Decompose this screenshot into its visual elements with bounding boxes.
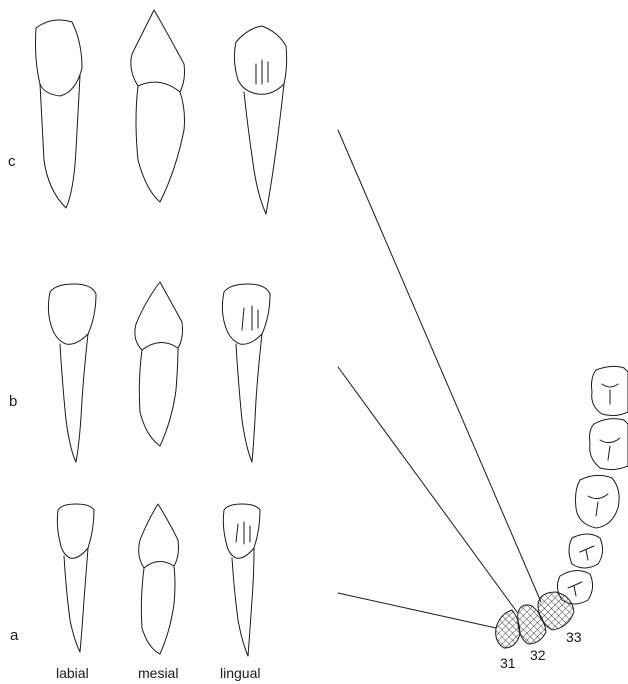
view-label-mesial: mesial — [138, 666, 178, 680]
tooth-a-mesial — [139, 504, 179, 654]
leader-line-a — [338, 593, 496, 628]
tooth-number-31: 31 — [500, 656, 516, 670]
leader-line-b — [338, 367, 517, 612]
tooth-number-32: 32 — [530, 648, 546, 662]
row-label-c: c — [8, 154, 16, 169]
tooth-a-lingual — [223, 504, 260, 656]
view-label-labial: labial — [56, 666, 89, 680]
leader-line-c — [338, 130, 541, 602]
tooth-b-lingual — [222, 284, 270, 462]
tooth-a-labial — [57, 504, 94, 652]
tooth-31-crown — [496, 610, 520, 648]
row-label-b: b — [9, 394, 17, 409]
tooth-b-mesial — [135, 282, 183, 446]
tooth-c-labial — [36, 20, 83, 208]
row-label-a: a — [10, 628, 18, 643]
view-label-lingual: lingual — [220, 666, 260, 680]
dental-arch — [557, 366, 628, 604]
tooth-c-mesial — [131, 10, 185, 202]
tooth-b-labial — [48, 284, 96, 462]
tooth-c-lingual — [234, 26, 286, 214]
tooth-number-33: 33 — [566, 630, 582, 644]
